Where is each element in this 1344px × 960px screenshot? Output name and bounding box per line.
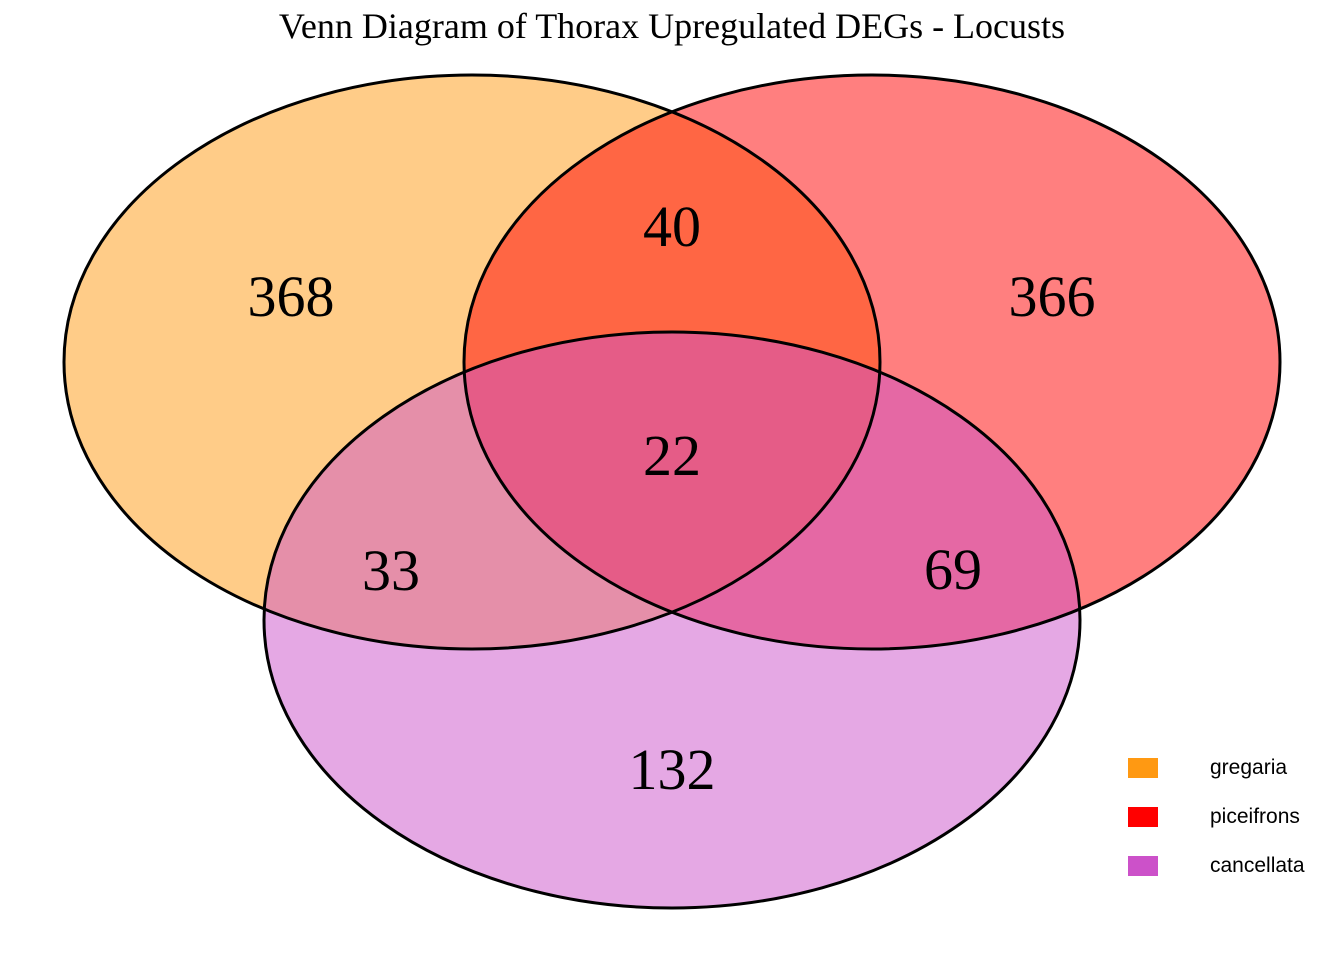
piceifrons-swatch-rect (1128, 807, 1158, 827)
count-piceifrons-cancellata: 69 (924, 537, 982, 602)
chart-title: Venn Diagram of Thorax Upregulated DEGs … (278, 6, 1066, 46)
venn-fills (64, 75, 1280, 908)
count-piceifrons-only: 366 (1009, 264, 1096, 329)
count-all-three: 22 (643, 423, 701, 488)
count-gregaria-only: 368 (248, 264, 335, 329)
cancellata-outline (262, 330, 1082, 910)
cancellata-swatch-icon (1128, 856, 1158, 876)
gregaria-outline (62, 73, 882, 651)
count-gregaria-cancellata: 33 (362, 538, 420, 603)
legend-label-gregaria: gregaria (1210, 756, 1288, 779)
piceifrons-swatch-icon (1128, 807, 1158, 827)
cancellata-swatch-rect (1128, 856, 1158, 876)
region-counts: 368 366 132 40 33 69 22 (248, 194, 1096, 802)
cancellata-ellipse (264, 332, 1080, 908)
legend-label-cancellata: cancellata (1210, 854, 1305, 877)
legend-label-piceifrons: piceifrons (1210, 805, 1300, 828)
gregaria-swatch-icon (1128, 758, 1158, 778)
legend-item-cancellata: cancellata (1128, 848, 1305, 884)
count-gregaria-piceifrons: 40 (643, 194, 701, 259)
legend-item-piceifrons: piceifrons (1128, 799, 1305, 835)
venn-outlines (62, 73, 1282, 910)
count-cancellata-only: 132 (629, 737, 716, 802)
gregaria-swatch-rect (1128, 758, 1158, 778)
legend: gregaria piceifrons cancellata (1128, 750, 1305, 897)
piceifrons-outline (462, 73, 1282, 651)
legend-item-gregaria: gregaria (1128, 750, 1305, 786)
